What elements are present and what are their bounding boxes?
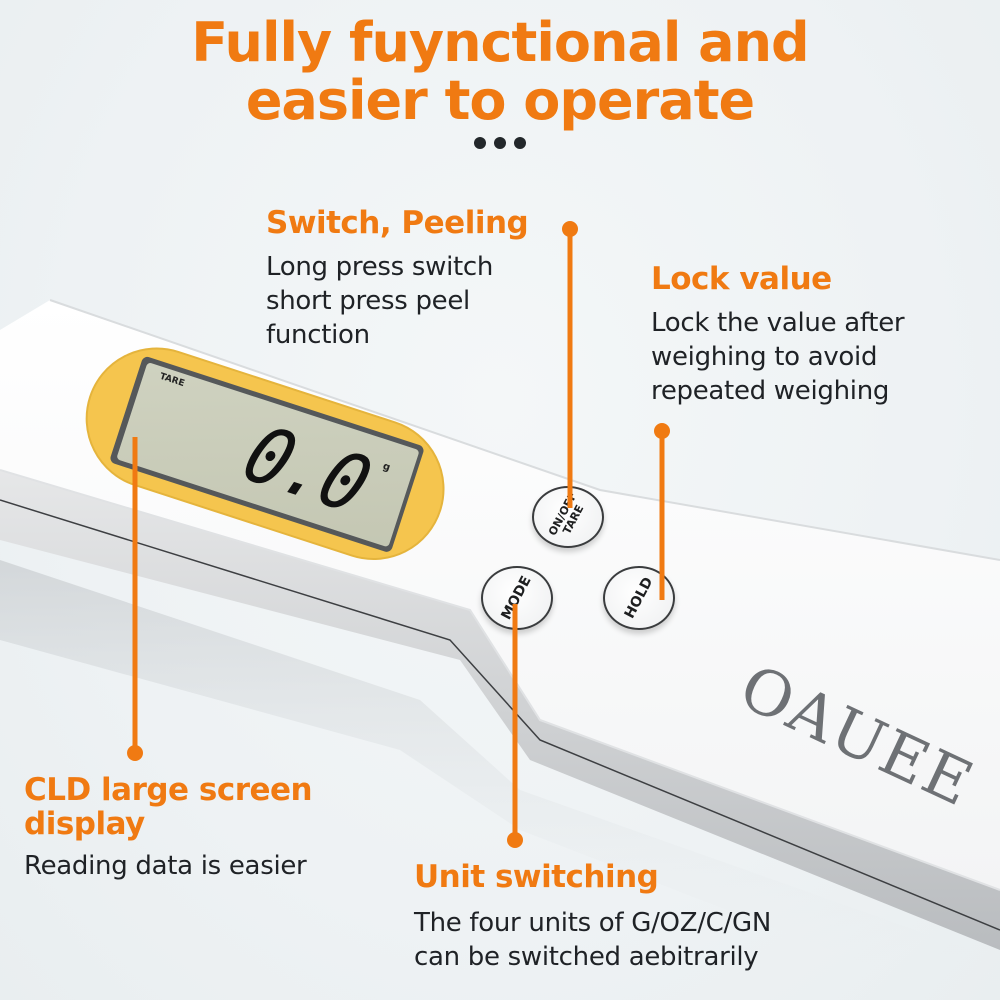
callout-unit-switching: Unit switching The four units of G/OZ/C/… — [414, 860, 914, 974]
callout-cld-display: CLD large screen display Reading data is… — [24, 773, 364, 883]
callout-title: Unit switching — [414, 859, 659, 895]
lcd-tare-indicator: TARE — [158, 371, 186, 390]
title-line-2: easier to operate — [245, 69, 755, 132]
on-off-tare-button[interactable]: ON/OFF TARE — [532, 486, 604, 548]
lcd-reading: 0.0 — [230, 408, 381, 530]
callout-text: The four units of G/OZ/C/GN can be switc… — [414, 908, 771, 972]
callout-title: Switch, Peeling — [266, 205, 529, 241]
callout-text: Long press switch short press peel funct… — [266, 252, 494, 350]
hold-button[interactable]: HOLD — [603, 566, 675, 630]
display-bezel — [85, 347, 445, 560]
callout-switch-peeling: Switch, Peeling Long press switch short … — [266, 206, 566, 352]
callout-title: Lock value — [651, 261, 832, 297]
callout-text: Lock the value after weighing to avoid r… — [651, 308, 905, 406]
callout-text: Reading data is easier — [24, 851, 307, 881]
callout-lock-value: Lock value Lock the value after weighing… — [651, 262, 991, 408]
title-line-1: Fully fuynctional and — [191, 11, 809, 74]
dot-icon — [514, 137, 526, 149]
mode-label: MODE — [498, 573, 536, 623]
page-title: Fully fuynctional and easier to operate — [0, 14, 1000, 130]
mode-button[interactable]: MODE — [481, 566, 553, 630]
lcd-unit: g — [381, 461, 392, 474]
hold-label: HOLD — [621, 574, 657, 622]
dot-icon — [474, 137, 486, 149]
callout-title: CLD large screen display — [24, 772, 313, 842]
three-dots-separator — [474, 137, 526, 149]
dot-icon — [494, 137, 506, 149]
